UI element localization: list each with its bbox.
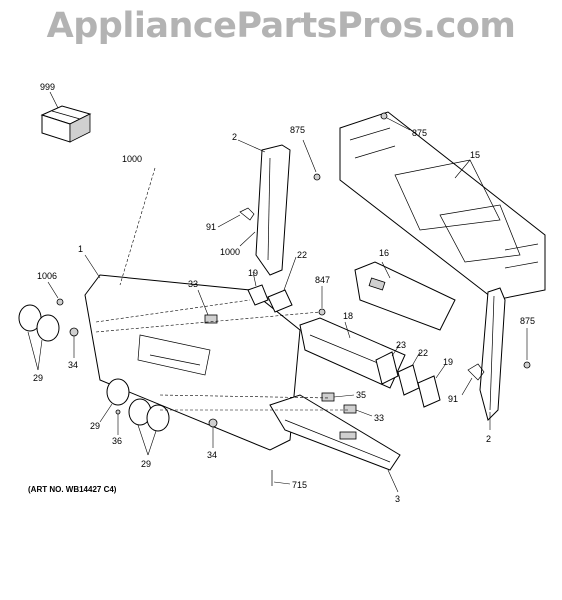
callout-875: 875 (290, 125, 305, 135)
art-number: (ART NO. WB14427 C4) (28, 485, 117, 494)
part-875-screws (302, 112, 531, 369)
parts-19-22-23-relays (247, 256, 446, 408)
callout-1006: 1006 (37, 271, 57, 281)
part-15-rear-panel (339, 111, 546, 301)
callout-34: 34 (207, 450, 217, 460)
callout-36: 36 (112, 436, 122, 446)
callout-3: 3 (395, 494, 400, 504)
callout-875: 875 (412, 128, 427, 138)
callout-1000: 1000 (122, 154, 142, 164)
part-2-side-bracket-left (217, 139, 291, 276)
callout-2: 2 (232, 132, 237, 142)
callout-labels: 999 1000 875 875 875 2 2 15 91 91 1000 2… (28, 82, 535, 504)
callout-1: 1 (78, 244, 83, 254)
callout-91: 91 (448, 394, 458, 404)
site-watermark-title: AppliancePartsPros.com (46, 6, 516, 46)
callout-33: 33 (188, 279, 198, 289)
small-hardware (69, 286, 373, 486)
callout-19: 19 (248, 268, 258, 278)
callout-29: 29 (90, 421, 100, 431)
callout-19: 19 (443, 357, 453, 367)
callout-33: 33 (374, 413, 384, 423)
part-2-side-bracket-right (461, 287, 506, 430)
callout-29: 29 (33, 373, 43, 383)
callout-35: 35 (356, 390, 366, 400)
parts-29-knobs (18, 304, 170, 456)
callout-16: 16 (379, 248, 389, 258)
callout-22: 22 (418, 348, 428, 358)
callout-715: 715 (292, 480, 307, 490)
part-16-control-board (354, 261, 456, 331)
callout-23: 23 (396, 340, 406, 350)
callout-22: 22 (297, 250, 307, 260)
callout-15: 15 (470, 150, 480, 160)
part-3-trim (269, 394, 401, 493)
callout-91: 91 (206, 222, 216, 232)
callout-875: 875 (520, 316, 535, 326)
callout-29: 29 (141, 459, 151, 469)
callout-847: 847 (315, 275, 330, 285)
callout-18: 18 (343, 311, 353, 321)
callout-34: 34 (68, 360, 78, 370)
callout-999: 999 (40, 82, 55, 92)
part-999-box (40, 91, 92, 143)
callout-1000: 1000 (220, 247, 240, 257)
callout-2: 2 (486, 434, 491, 444)
